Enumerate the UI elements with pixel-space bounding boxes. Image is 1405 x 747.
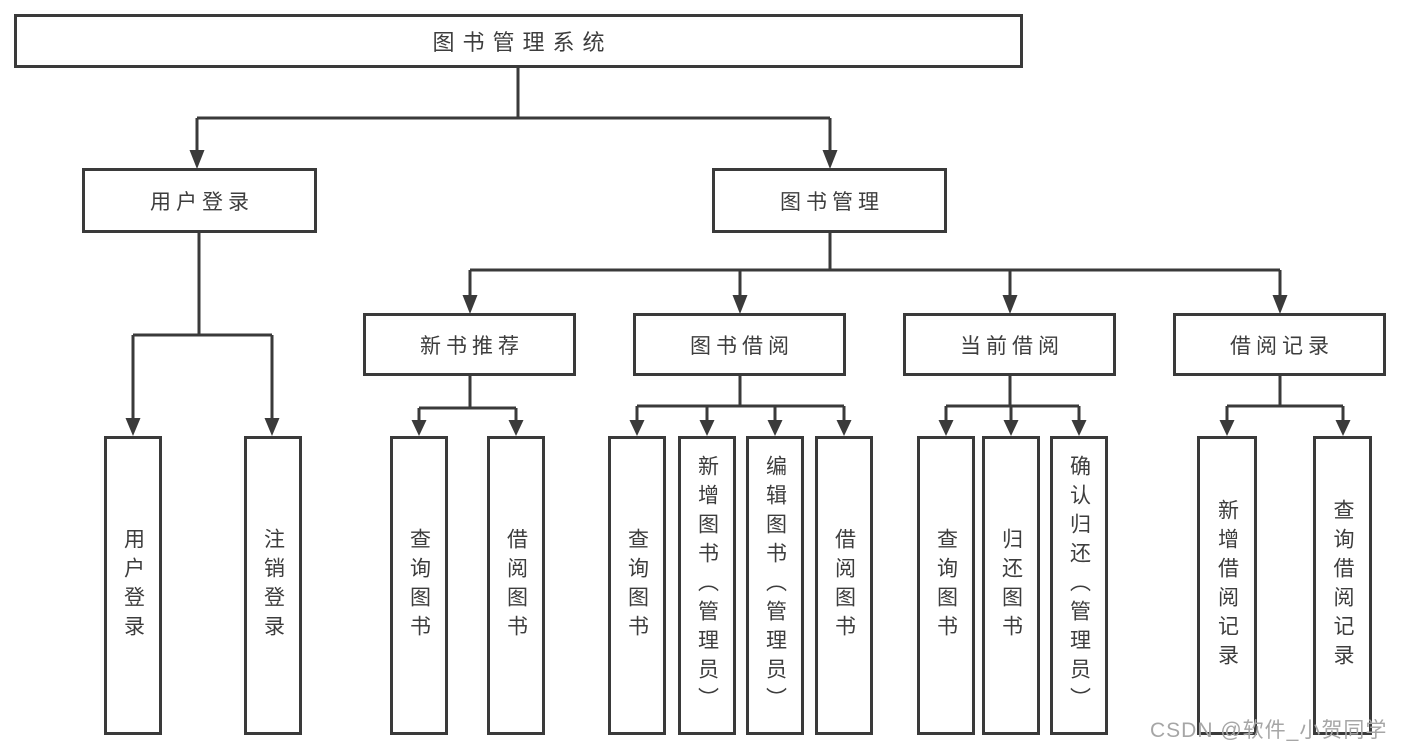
node-label: 借阅图书	[832, 527, 856, 644]
node-label: 归还图书	[999, 527, 1023, 644]
node-label: 新增借阅记录	[1215, 498, 1239, 673]
node-label: 用户登录	[150, 190, 254, 214]
node-label: 用户登录	[121, 527, 145, 644]
node-label: 编辑图书（管理员）	[763, 455, 787, 716]
node-label: 图书借阅	[690, 334, 794, 358]
connector-new-book-recommend-to-leaves	[411, 376, 524, 436]
node-label: 图书管理系统	[432, 30, 613, 55]
node-leaf-logout: 注销登录	[244, 436, 302, 735]
node-label: 新书推荐	[420, 334, 524, 358]
node-label: 当前借阅	[960, 334, 1064, 358]
node-book-management-system: 图书管理系统	[14, 14, 1023, 68]
node-leaf-confirm-return-admin: 确认归还（管理员）	[1050, 436, 1108, 735]
node-current-borrowing: 当前借阅	[903, 313, 1116, 376]
node-label: 查询图书	[407, 527, 431, 644]
connector-root-to-level2	[189, 68, 838, 169]
node-label: 借阅图书	[504, 527, 528, 644]
node-label: 借阅记录	[1230, 334, 1334, 358]
node-leaf-query-books-recommend: 查询图书	[390, 436, 448, 735]
connector-user-login-to-leaves	[125, 233, 280, 436]
node-book-borrowing: 图书借阅	[633, 313, 846, 376]
node-label: 查询借阅记录	[1331, 498, 1354, 673]
node-label: 确认归还（管理员）	[1067, 455, 1091, 716]
connector-book-borrowing-to-leaves	[629, 376, 852, 436]
node-leaf-query-books-current: 查询图书	[917, 436, 975, 735]
node-borrowing-records: 借阅记录	[1173, 313, 1386, 376]
connector-current-borrowing-to-leaves	[938, 376, 1087, 436]
csdn-watermark: CSDN @软件_小贺同学	[1150, 719, 1388, 742]
node-label: 图书管理	[780, 190, 884, 214]
connector-book-management-to-level3	[462, 233, 1288, 314]
node-leaf-borrow-books-recommend: 借阅图书	[487, 436, 545, 735]
node-leaf-borrow-books: 借阅图书	[815, 436, 873, 735]
node-leaf-add-books-admin: 新增图书（管理员）	[678, 436, 736, 735]
node-leaf-return-books: 归还图书	[982, 436, 1040, 735]
node-leaf-edit-books-admin: 编辑图书（管理员）	[746, 436, 804, 735]
node-new-book-recommend: 新书推荐	[363, 313, 576, 376]
node-leaf-add-borrow-record: 新增借阅记录	[1197, 436, 1257, 735]
node-user-login-branch: 用户登录	[82, 168, 317, 233]
node-book-management-branch: 图书管理	[712, 168, 947, 233]
node-leaf-query-books-borrowing: 查询图书	[608, 436, 666, 735]
connector-borrowing-records-to-leaves	[1219, 376, 1351, 436]
node-leaf-query-borrow-record: 查询借阅记录	[1313, 436, 1372, 735]
node-label: 注销登录	[261, 527, 285, 644]
node-label: 新增图书（管理员）	[695, 455, 719, 716]
node-leaf-user-login: 用户登录	[104, 436, 162, 735]
node-label: 查询图书	[934, 527, 958, 644]
node-label: 查询图书	[625, 527, 649, 644]
